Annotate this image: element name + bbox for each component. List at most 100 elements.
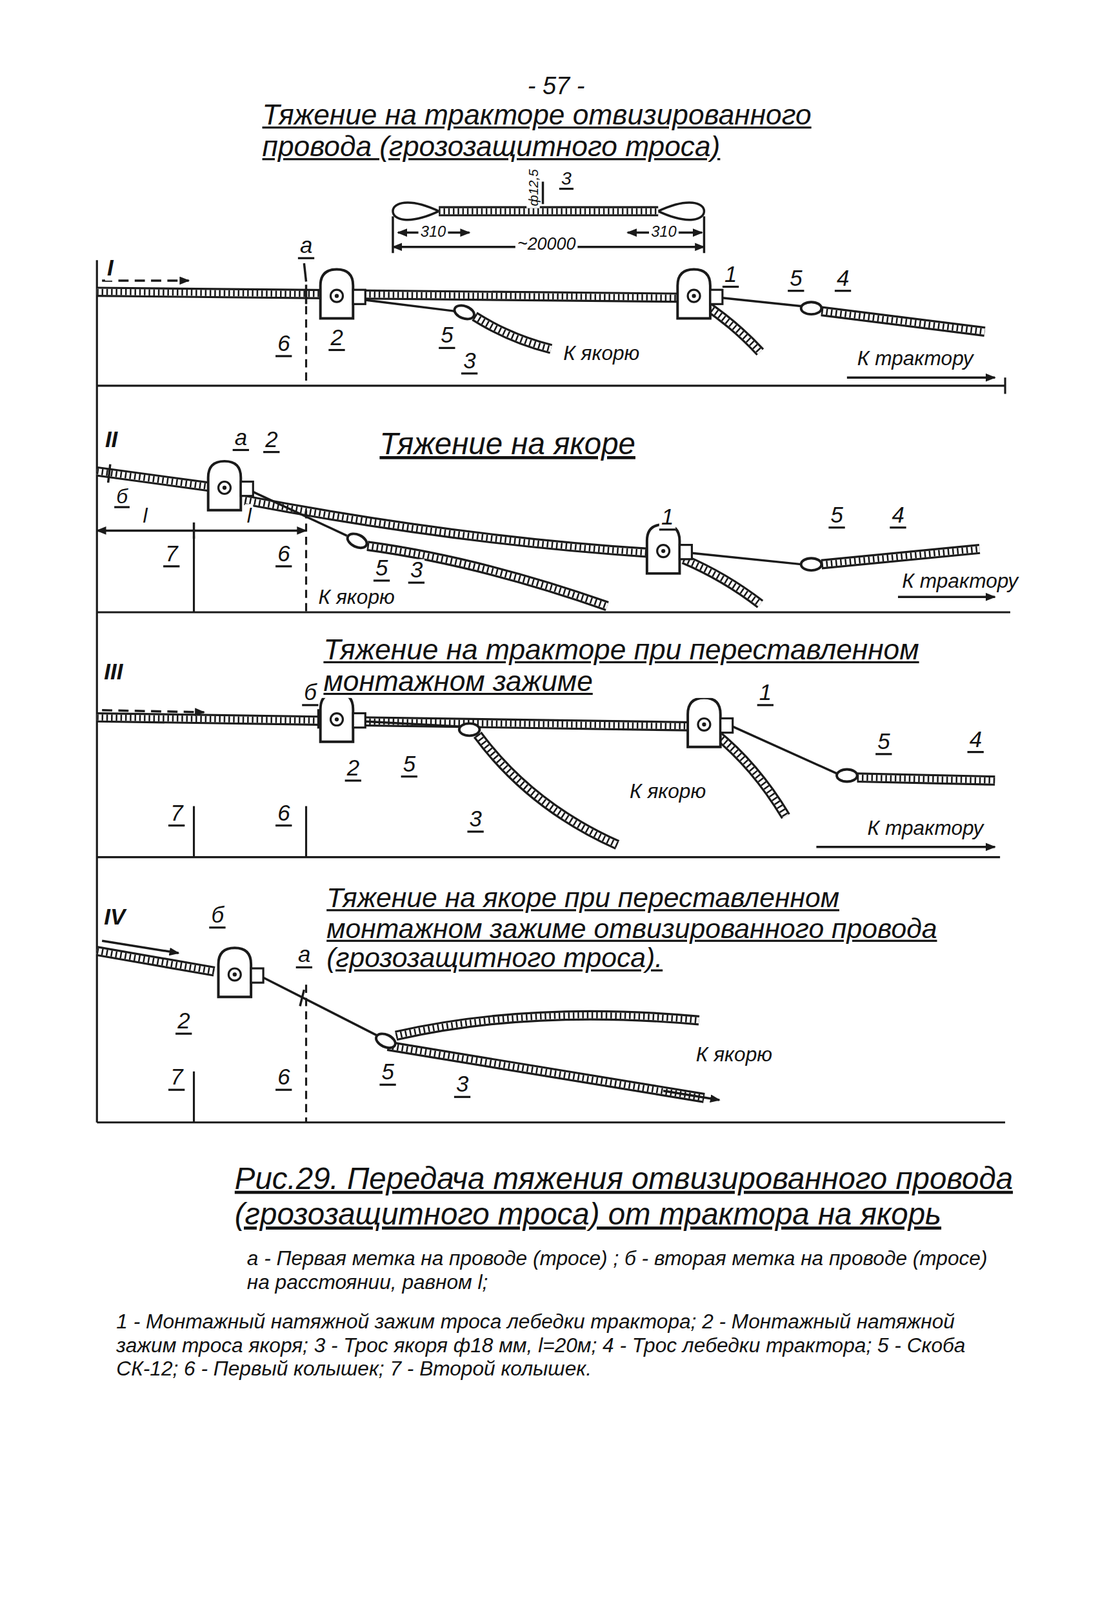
callout-number: 7 <box>168 801 186 827</box>
callout-number: 3 <box>408 559 426 584</box>
direction-arrow <box>898 596 995 599</box>
frame-line <box>96 610 1011 613</box>
steel-link <box>263 977 378 1036</box>
callout-number: а <box>296 943 313 969</box>
steel-link <box>365 299 455 311</box>
frame-line <box>96 259 1011 1122</box>
wire-and-ropes <box>96 717 704 727</box>
wire-mark <box>317 708 320 729</box>
callout-number: 5 <box>875 730 893 755</box>
clamp-symbol <box>647 524 693 574</box>
callout-number: 5 <box>373 557 391 582</box>
rope-inset <box>703 216 706 253</box>
wire-and-ropes <box>96 950 215 972</box>
wire-and-ropes <box>387 1045 704 1098</box>
shackle-symbol <box>452 303 477 322</box>
shackle-symbol <box>801 558 822 571</box>
wire-and-ropes <box>474 316 552 350</box>
wire-and-ropes <box>387 1045 704 1098</box>
wire-and-ropes <box>96 471 210 488</box>
direction-label: К якорю <box>694 1042 775 1066</box>
wire-and-ropes <box>821 549 980 565</box>
rope-inset <box>438 205 659 217</box>
frame-line <box>96 259 99 1122</box>
dimension-text: 310 <box>648 222 679 240</box>
shackle-symbol <box>801 301 822 315</box>
callout-number: 6 <box>275 332 293 358</box>
peg-line <box>194 305 307 1122</box>
clamp-symbol <box>677 269 723 319</box>
callout-number: 5 <box>401 752 419 778</box>
wire-and-ropes <box>96 950 215 972</box>
wire-and-ropes <box>367 545 608 606</box>
shackle-symbol <box>374 1030 399 1051</box>
panel-numeral: I <box>105 254 116 281</box>
clamp-symbol <box>687 698 733 748</box>
dimension-text: l <box>245 503 254 528</box>
clamp-symbol <box>320 692 366 742</box>
wire-and-ropes <box>821 310 985 332</box>
callout-number: 5 <box>379 1061 397 1086</box>
shackle-symbol <box>345 530 370 551</box>
rope-inset <box>438 208 659 215</box>
peg-line <box>305 510 308 613</box>
wire-and-ropes <box>474 316 552 350</box>
clamp-symbol <box>320 269 366 319</box>
callout-number: 4 <box>834 267 852 292</box>
peg-line <box>305 305 308 386</box>
wire-and-ropes <box>396 1015 700 1037</box>
wire-and-ropes <box>857 777 996 781</box>
wire-and-ropes <box>96 291 704 298</box>
callout-number: а <box>298 234 315 260</box>
callout-number: 3 <box>454 1073 471 1098</box>
panel-heading: Тяжение на тракторе отвизированного пров… <box>259 99 897 163</box>
wire-and-ropes <box>703 303 760 352</box>
panel-numeral: III <box>101 659 125 686</box>
wire-and-ropes <box>477 734 618 846</box>
callout-number: б <box>301 681 319 707</box>
dimension-text: ф12,5 <box>526 167 540 209</box>
wire-mark <box>299 989 304 1006</box>
callout-number: 7 <box>168 1066 186 1091</box>
peg-line <box>305 805 308 857</box>
callout-number: б <box>209 903 226 929</box>
direction-label: К якорю <box>561 341 642 366</box>
wire-and-ropes <box>96 717 704 727</box>
panel-numeral: II <box>103 426 120 453</box>
callout-number: а <box>232 426 250 451</box>
rope-inset <box>391 216 394 253</box>
rope-inset <box>392 202 439 220</box>
frame-line <box>96 384 1006 387</box>
wire-and-ropes <box>367 545 608 606</box>
panel-heading: Тяжение на якоре при переставленном монт… <box>324 883 962 975</box>
peg-line <box>192 535 195 613</box>
clamp-symbol <box>218 947 264 997</box>
direction-label: К трактору <box>899 569 1020 593</box>
callout-number: 6 <box>275 801 293 827</box>
direction-arrow <box>101 710 204 713</box>
frame-line <box>1003 377 1006 394</box>
callout-number: б <box>114 485 130 509</box>
direction-label: К трактору <box>865 816 986 840</box>
direction-arrow <box>101 280 995 1100</box>
wire-and-ropes <box>367 545 608 606</box>
direction-arrow <box>101 940 179 953</box>
frame-line <box>96 856 1000 859</box>
wire-and-ropes <box>857 777 996 781</box>
panel-heading: Тяжение на якоре <box>377 426 638 460</box>
legend-key-text: 1 - Монтажный натяжной зажим троса лебед… <box>114 1310 1017 1381</box>
direction-arrow <box>816 845 995 848</box>
wire-and-ropes <box>387 1045 704 1098</box>
rope-inset <box>541 181 544 205</box>
callout-number: 5 <box>787 267 805 292</box>
clamp-symbol <box>208 461 254 511</box>
callout-number: 3 <box>559 169 574 191</box>
wire-and-ropes <box>821 549 980 565</box>
peg-line <box>192 805 195 857</box>
wire-and-ropes <box>821 310 985 332</box>
callout-number: 3 <box>467 808 484 833</box>
steel-link <box>252 491 348 536</box>
callout-number: 7 <box>163 542 180 568</box>
callout-number: 1 <box>722 263 740 288</box>
direction-label: К якорю <box>627 779 709 803</box>
